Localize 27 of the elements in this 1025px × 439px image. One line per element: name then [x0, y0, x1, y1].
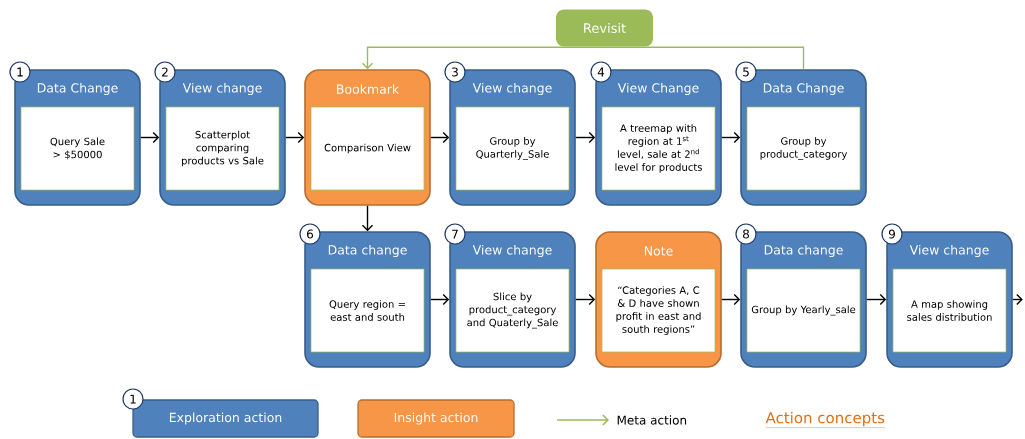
- arrow: [721, 293, 741, 306]
- arrow: [430, 131, 450, 144]
- arrow: [721, 131, 741, 144]
- edge-label: Revisit: [556, 9, 653, 47]
- number-badge: 1: [122, 388, 144, 410]
- arrow: [361, 46, 805, 70]
- card: View Change A treemap with region at 1$^{st}$ level, sale at 2$^{nd}$ level for products 4: [590, 61, 722, 206]
- legend-text: Meta action: [617, 415, 687, 425]
- card: View change Group by Quarterly_Sale 3: [444, 61, 576, 206]
- arrow: [430, 293, 450, 306]
- arrow: [361, 205, 374, 232]
- card: Data Change Group by product_category 5: [735, 61, 867, 206]
- card: Data change Group by Yearly_sale 8: [735, 223, 867, 368]
- arrow: [866, 293, 887, 306]
- card: Note “Categories A, C & D have shown profit in east and south regions”: [595, 231, 722, 368]
- legend-text: Action concepts: [765, 411, 886, 428]
- arrow: [575, 293, 596, 306]
- card: Bookmark Comparison View: [304, 69, 431, 206]
- card: View change Scatterplot comparing products vs Sale 2: [154, 61, 286, 206]
- card: Data change Query region = east and south 6: [299, 223, 431, 368]
- card: View change Slice by product_category and Quaterly_Sale 7: [444, 223, 576, 368]
- card: Data Change Query Sale > $50000 1: [9, 61, 141, 206]
- arrow: [285, 131, 305, 144]
- card: View change A map showing sales distribution 9: [881, 223, 1013, 368]
- arrow: [140, 131, 160, 144]
- legend-item: Insight action: [357, 399, 515, 438]
- arrow: [575, 131, 596, 144]
